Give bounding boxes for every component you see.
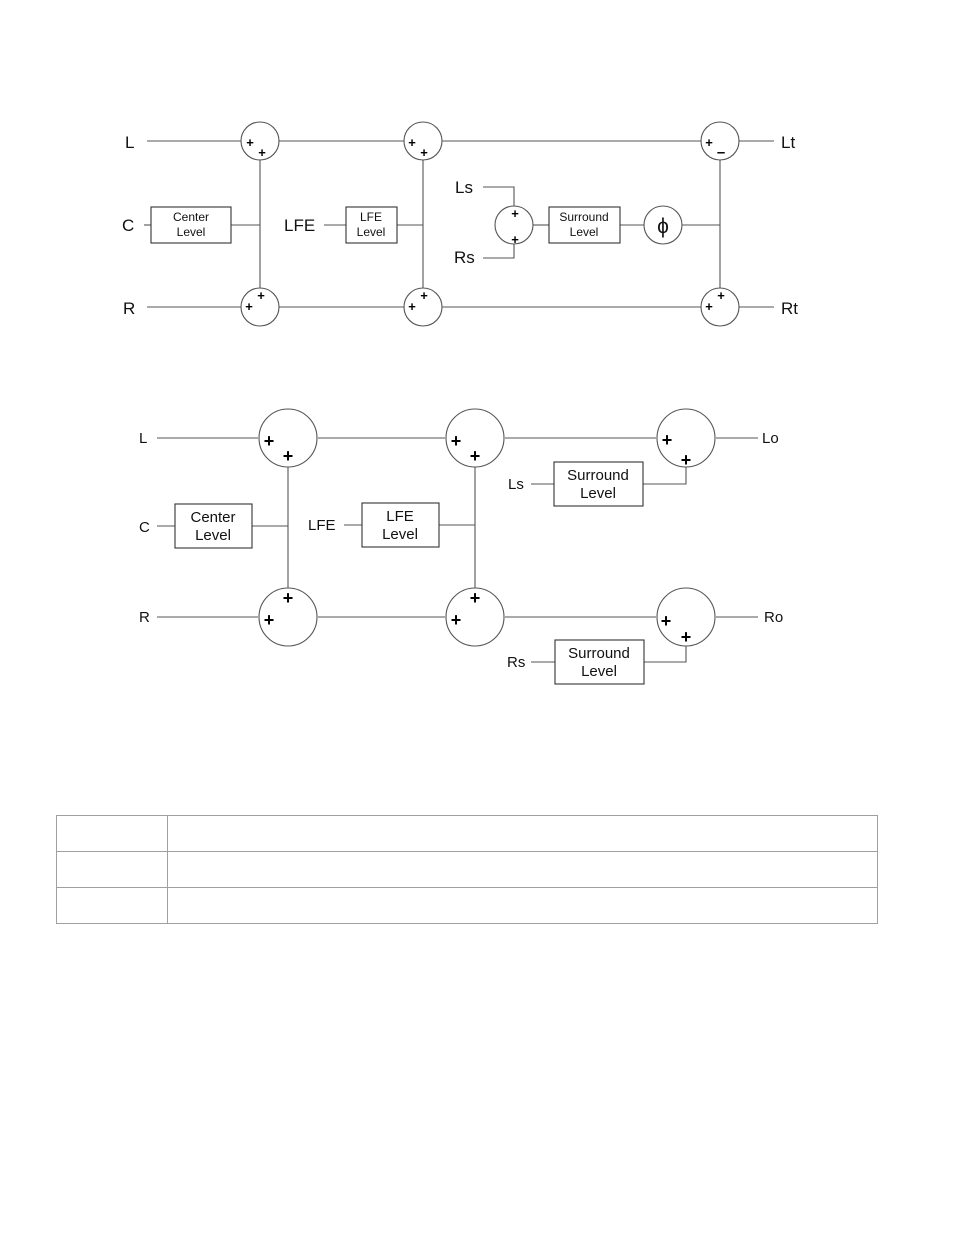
input-label-r: R xyxy=(139,609,150,626)
input-label-ls: Ls xyxy=(455,178,473,197)
sign-plus: + xyxy=(662,430,673,450)
phase-shift-symbol: ϕ xyxy=(657,215,669,238)
lfe-level-label-line1: LFE xyxy=(360,210,382,224)
sum-node-ro xyxy=(656,587,716,647)
sign-plus: + xyxy=(420,288,428,303)
sign-plus: + xyxy=(470,588,481,608)
output-label-rt: Rt xyxy=(781,299,798,318)
surround-level-block xyxy=(548,206,621,244)
sign-plus: + xyxy=(470,446,481,466)
table-cell xyxy=(56,851,168,888)
sign-plus: + xyxy=(264,610,275,630)
table-row xyxy=(56,851,878,888)
center-level-label-line1: Center xyxy=(173,210,209,224)
wire-ls-in xyxy=(483,186,515,207)
table-cell xyxy=(167,815,878,852)
input-label-r: R xyxy=(123,299,135,318)
sign-plus: + xyxy=(661,611,672,631)
sign-plus: + xyxy=(257,288,265,303)
output-label-lo: Lo xyxy=(762,430,779,447)
sign-plus: + xyxy=(246,135,254,150)
lfe-level-label-line2: Level xyxy=(357,225,386,239)
sign-plus: + xyxy=(681,627,692,647)
sum-node-rt xyxy=(700,287,740,327)
center-level-label-line1: Center xyxy=(190,509,235,526)
sum-node-r-lfe xyxy=(445,587,505,647)
sum-node-lt xyxy=(700,121,740,161)
sign-plus: + xyxy=(283,588,294,608)
center-level-block xyxy=(174,503,253,549)
table-row xyxy=(56,815,878,852)
surround-level-label-line2: Level xyxy=(570,225,599,239)
input-label-l: L xyxy=(125,133,134,152)
surround-level-block-left xyxy=(553,461,644,507)
sum-node-r-center xyxy=(240,287,280,327)
wire-ls-level-out xyxy=(643,463,687,485)
sum-node-l-center xyxy=(258,408,318,468)
table-cell xyxy=(56,815,168,852)
sign-plus: + xyxy=(717,288,725,303)
output-label-lt: Lt xyxy=(781,133,795,152)
table-cell xyxy=(56,887,168,924)
sign-minus: – xyxy=(717,144,725,161)
input-label-rs: Rs xyxy=(507,654,525,671)
input-label-lfe: LFE xyxy=(308,517,336,534)
output-label-ro: Ro xyxy=(764,609,783,626)
sign-plus: + xyxy=(511,232,519,247)
lfe-level-label-line1: LFE xyxy=(386,508,414,525)
sign-plus: + xyxy=(408,299,416,314)
sum-node-l-center xyxy=(240,121,280,161)
input-label-lfe: LFE xyxy=(284,216,315,235)
center-level-label-line2: Level xyxy=(195,527,231,544)
wire-rs-in xyxy=(483,243,515,259)
surround-level-label-line1: Surround xyxy=(559,210,608,224)
sign-plus: + xyxy=(258,145,266,160)
table-row xyxy=(56,887,878,924)
input-label-ls: Ls xyxy=(508,476,524,493)
surround-level-right-label-line1: Surround xyxy=(568,645,630,662)
sum-node-lo xyxy=(656,408,716,468)
input-label-rs: Rs xyxy=(454,248,475,267)
input-label-c: C xyxy=(139,519,150,536)
sign-plus: + xyxy=(420,145,428,160)
center-level-block xyxy=(150,206,232,244)
sum-node-surround xyxy=(494,205,534,245)
sum-node-r-center xyxy=(258,587,318,647)
sum-node-l-lfe xyxy=(445,408,505,468)
sign-plus: + xyxy=(264,431,275,451)
sign-plus: + xyxy=(245,299,253,314)
lfe-level-block xyxy=(361,502,440,548)
wire-rs-level-out xyxy=(644,642,687,663)
downmix-diagrams: + + + + + – + + + + + + + + ϕ Center Lev… xyxy=(122,121,798,685)
phase-shift-node xyxy=(643,205,683,245)
surround-level-block-right xyxy=(554,639,645,685)
table-cell xyxy=(167,851,878,888)
surround-level-right-label-line2: Level xyxy=(581,663,617,680)
sign-plus: + xyxy=(451,610,462,630)
ltrt-downmix-diagram: + + + + + – + + + + + + + + ϕ Center Lev… xyxy=(122,121,798,327)
lfe-level-label-line2: Level xyxy=(382,526,418,543)
center-level-label-line2: Level xyxy=(177,225,206,239)
surround-level-left-label-line1: Surround xyxy=(567,467,629,484)
input-label-l: L xyxy=(139,430,147,447)
sign-plus: + xyxy=(705,135,713,150)
input-label-c: C xyxy=(122,216,134,235)
surround-level-left-label-line2: Level xyxy=(580,485,616,502)
sign-plus: + xyxy=(511,206,519,221)
lfe-level-block xyxy=(345,206,398,244)
sum-node-l-lfe xyxy=(403,121,443,161)
sign-plus: + xyxy=(705,299,713,314)
sum-node-r-lfe xyxy=(403,287,443,327)
sign-plus: + xyxy=(681,450,692,470)
empty-table xyxy=(56,815,878,924)
sign-plus: + xyxy=(451,431,462,451)
table-cell xyxy=(167,887,878,924)
loro-downmix-diagram: + + + + + + + + + + + + Center Level LFE… xyxy=(139,408,783,685)
sign-plus: + xyxy=(408,135,416,150)
sign-plus: + xyxy=(283,446,294,466)
